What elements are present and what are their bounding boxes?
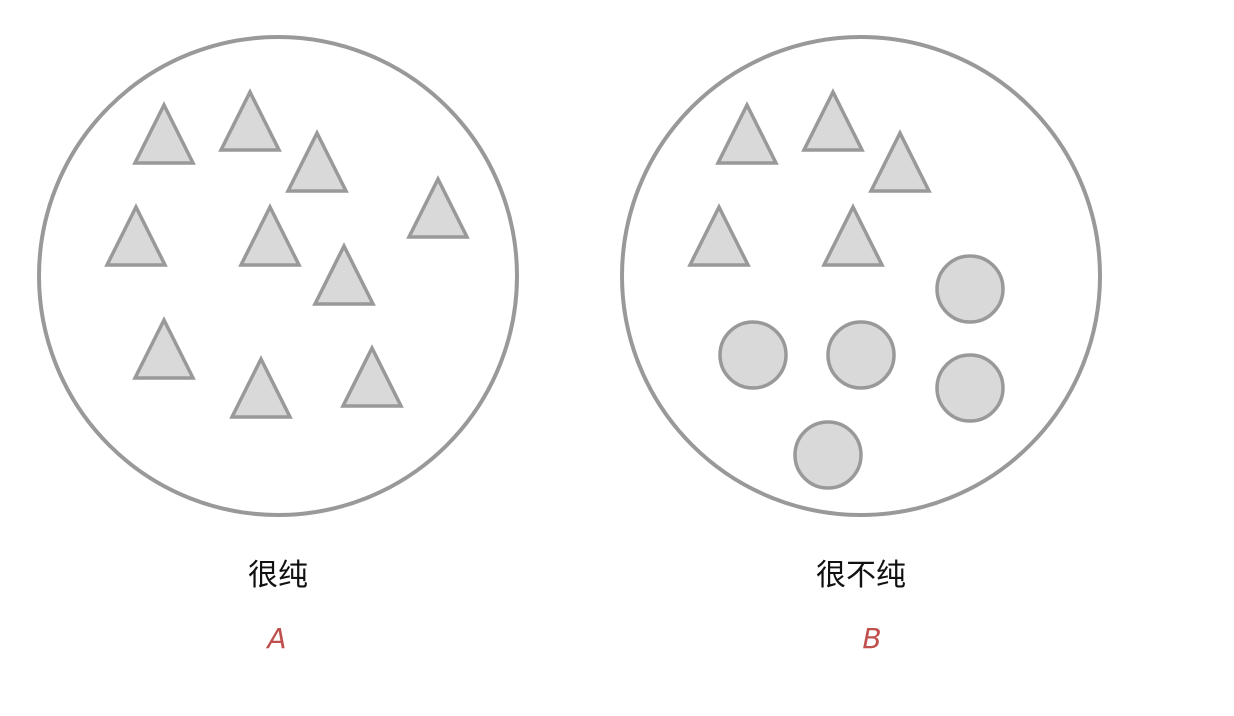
triangle-member [132,316,196,380]
triangle-member [868,129,932,193]
triangle-member [340,344,404,408]
circle-member [718,320,788,390]
triangle-member [132,101,196,165]
triangle-member [229,355,293,419]
triangle-member [238,203,302,267]
triangle-member [687,203,751,267]
triangle-member [312,242,376,306]
triangle-member [715,101,779,165]
triangle-member [821,203,885,267]
triangle-member [285,129,349,193]
set-a: 很纯 A [37,35,519,655]
triangle-member [104,203,168,267]
set-a-letter: A [265,622,286,655]
circle-member [935,254,1005,324]
set-a-caption: 很纯 [248,558,308,593]
circle-member [935,353,1005,423]
set-b: 很不纯 B [620,35,1102,655]
triangle-member [218,88,282,152]
set-a-members [104,88,470,419]
set-b-caption: 很不纯 [816,558,906,593]
set-b-members [687,88,1005,490]
set-b-letter: B [862,622,881,655]
set-a-boundary [37,35,519,517]
circle-member [826,320,896,390]
triangle-member [406,175,470,239]
triangle-member [801,88,865,152]
set-b-boundary [620,35,1102,517]
circle-member [793,420,863,490]
